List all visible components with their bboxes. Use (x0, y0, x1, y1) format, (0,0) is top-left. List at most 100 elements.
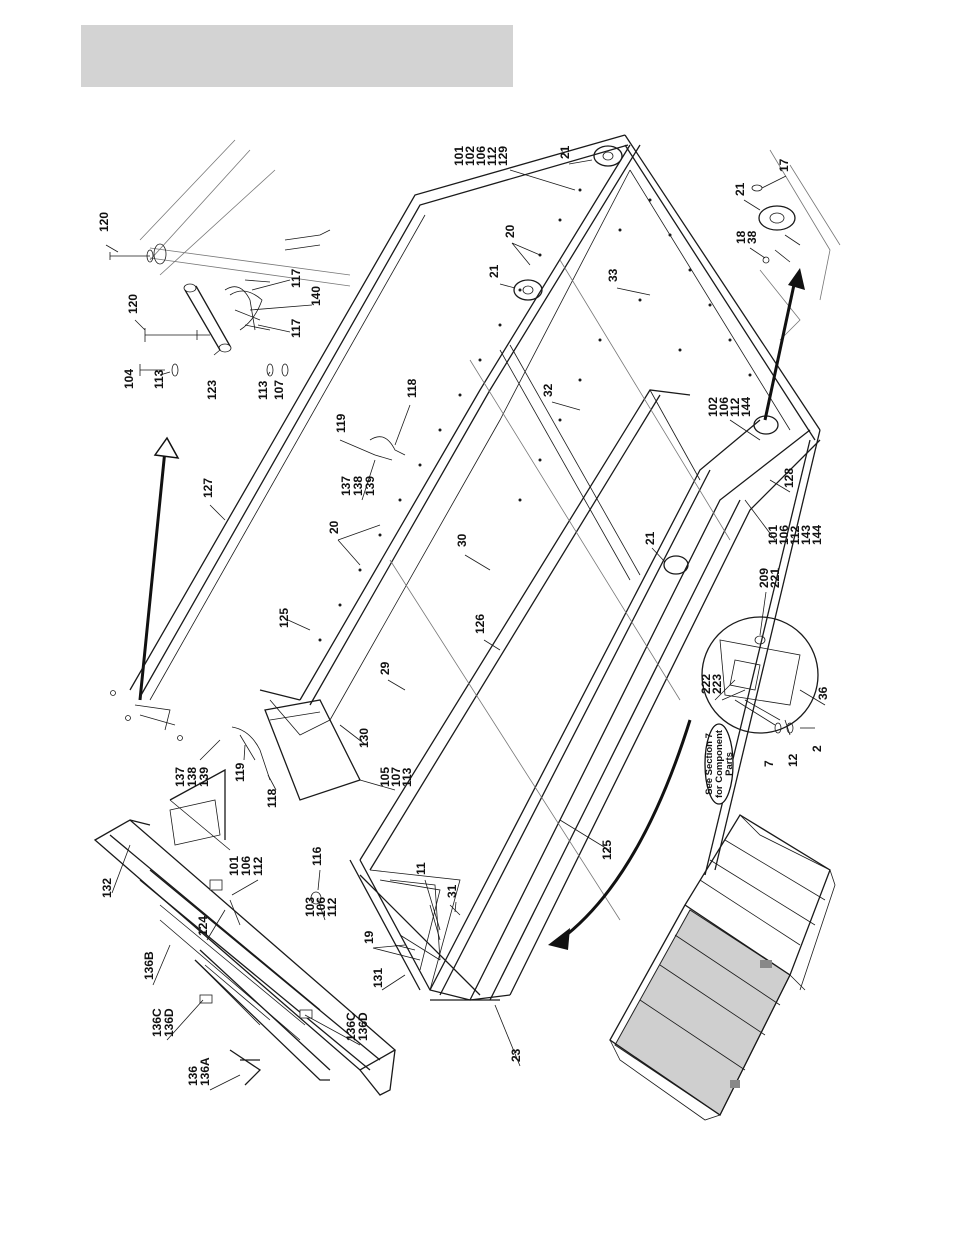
part-label: 221 (768, 568, 782, 588)
part-label: 124 (196, 916, 210, 936)
part-label: 132 (100, 878, 114, 898)
part-label: 30 (455, 533, 469, 547)
header-bar (81, 25, 513, 87)
part-label: 31 (445, 884, 459, 898)
part-label: 126 (473, 614, 487, 634)
part-label: 112 (325, 897, 339, 917)
part-label: 103 (303, 897, 317, 917)
part-label: 138 (351, 476, 365, 496)
part-label: 23 (509, 1048, 523, 1062)
part-label: 125 (600, 840, 614, 860)
part-label: 101 (227, 856, 241, 876)
part-label: 2 (810, 745, 824, 752)
part-label: 21 (733, 182, 747, 196)
roller-icon (513, 145, 779, 575)
part-label: 112 (728, 397, 742, 417)
part-label: 136 (186, 1066, 200, 1086)
part-label: 101 (766, 525, 780, 545)
part-label: 144 (739, 397, 753, 417)
part-label: 139 (197, 767, 211, 787)
part-label: 136D (162, 1008, 176, 1037)
part-label: 105 (378, 767, 392, 787)
part-label: 140 (309, 286, 323, 306)
part-label: 118 (265, 788, 279, 808)
part-label: 11 (414, 862, 428, 875)
part-label: 209 (757, 568, 771, 588)
part-label: 38 (745, 230, 759, 244)
part-label: 18 (734, 230, 748, 244)
part-label: 123 (205, 380, 219, 400)
part-label: 113 (256, 380, 270, 400)
end-gate-assembly (93, 768, 397, 1096)
part-label: 106 (239, 856, 253, 876)
part-label: 102 (706, 397, 720, 417)
part-label: 20 (503, 224, 517, 238)
part-label: 21 (487, 264, 501, 278)
part-label: 116 (310, 846, 324, 866)
part-label: 131 (371, 968, 385, 988)
part-label: 29 (378, 661, 392, 675)
callout-arrow-right (763, 279, 797, 421)
part-label: 125 (277, 608, 291, 628)
part-label: 113 (152, 369, 166, 389)
part-label: 136D (356, 1012, 370, 1041)
callout-arrow-curved (548, 719, 692, 950)
part-label: 21 (558, 145, 572, 159)
part-label: 223 (710, 674, 724, 694)
part-label: 107 (272, 380, 286, 400)
part-label: 107 (389, 767, 403, 787)
part-label: 113 (400, 767, 414, 787)
part-label: 7 (762, 760, 776, 767)
part-label: 136A (198, 1057, 212, 1086)
part-label: 117 (289, 318, 303, 338)
part-label: 128 (782, 468, 796, 488)
part-label: 118 (405, 378, 419, 398)
part-label: 32 (541, 383, 555, 397)
part-label: 102 (463, 146, 477, 166)
part-label: 112 (788, 525, 802, 545)
part-label: 106 (777, 525, 791, 545)
part-label: 120 (97, 212, 111, 232)
callout-arrow-upper (138, 436, 180, 701)
part-label: 137 (339, 476, 353, 496)
part-label: 144 (810, 525, 824, 545)
part-label: 33 (606, 268, 620, 282)
part-label: 21 (643, 531, 657, 545)
part-label: 136B (142, 951, 156, 980)
part-label: 101 (452, 146, 466, 166)
part-label: 129 (496, 146, 510, 166)
part-label: 130 (357, 728, 371, 748)
part-label: 222 (699, 674, 713, 694)
part-label: 127 (201, 478, 215, 498)
see-section-callout (704, 723, 734, 805)
latch-detail-circle (701, 616, 819, 736)
part-label: 106 (474, 146, 488, 166)
section-note-text: See Section 7for ComponentParts (704, 729, 735, 798)
part-label: 112 (485, 146, 499, 166)
part-label: 12 (786, 753, 800, 767)
part-label: 20 (327, 520, 341, 534)
part-label: 17 (777, 158, 791, 172)
main-bed-frame (110, 134, 821, 1001)
part-label: 117 (289, 268, 303, 288)
part-label: 136C (344, 1012, 358, 1041)
assembled-bed-view (609, 814, 836, 1121)
part-label: 119 (233, 762, 247, 782)
part-label: 106 (717, 397, 731, 417)
part-label: 106 (314, 897, 328, 917)
part-label: 136C (150, 1008, 164, 1037)
part-label: 138 (185, 767, 199, 787)
part-label: 137 (173, 767, 187, 787)
roller-detail-inset (751, 149, 841, 341)
part-label: 36 (816, 686, 830, 700)
part-label: 104 (122, 369, 136, 389)
part-label: 139 (363, 476, 377, 496)
part-label: 119 (334, 413, 348, 433)
part-label: 143 (799, 525, 813, 545)
part-label: 112 (251, 856, 265, 876)
hinge-detail-inset (109, 139, 351, 377)
part-label: 19 (362, 930, 376, 944)
